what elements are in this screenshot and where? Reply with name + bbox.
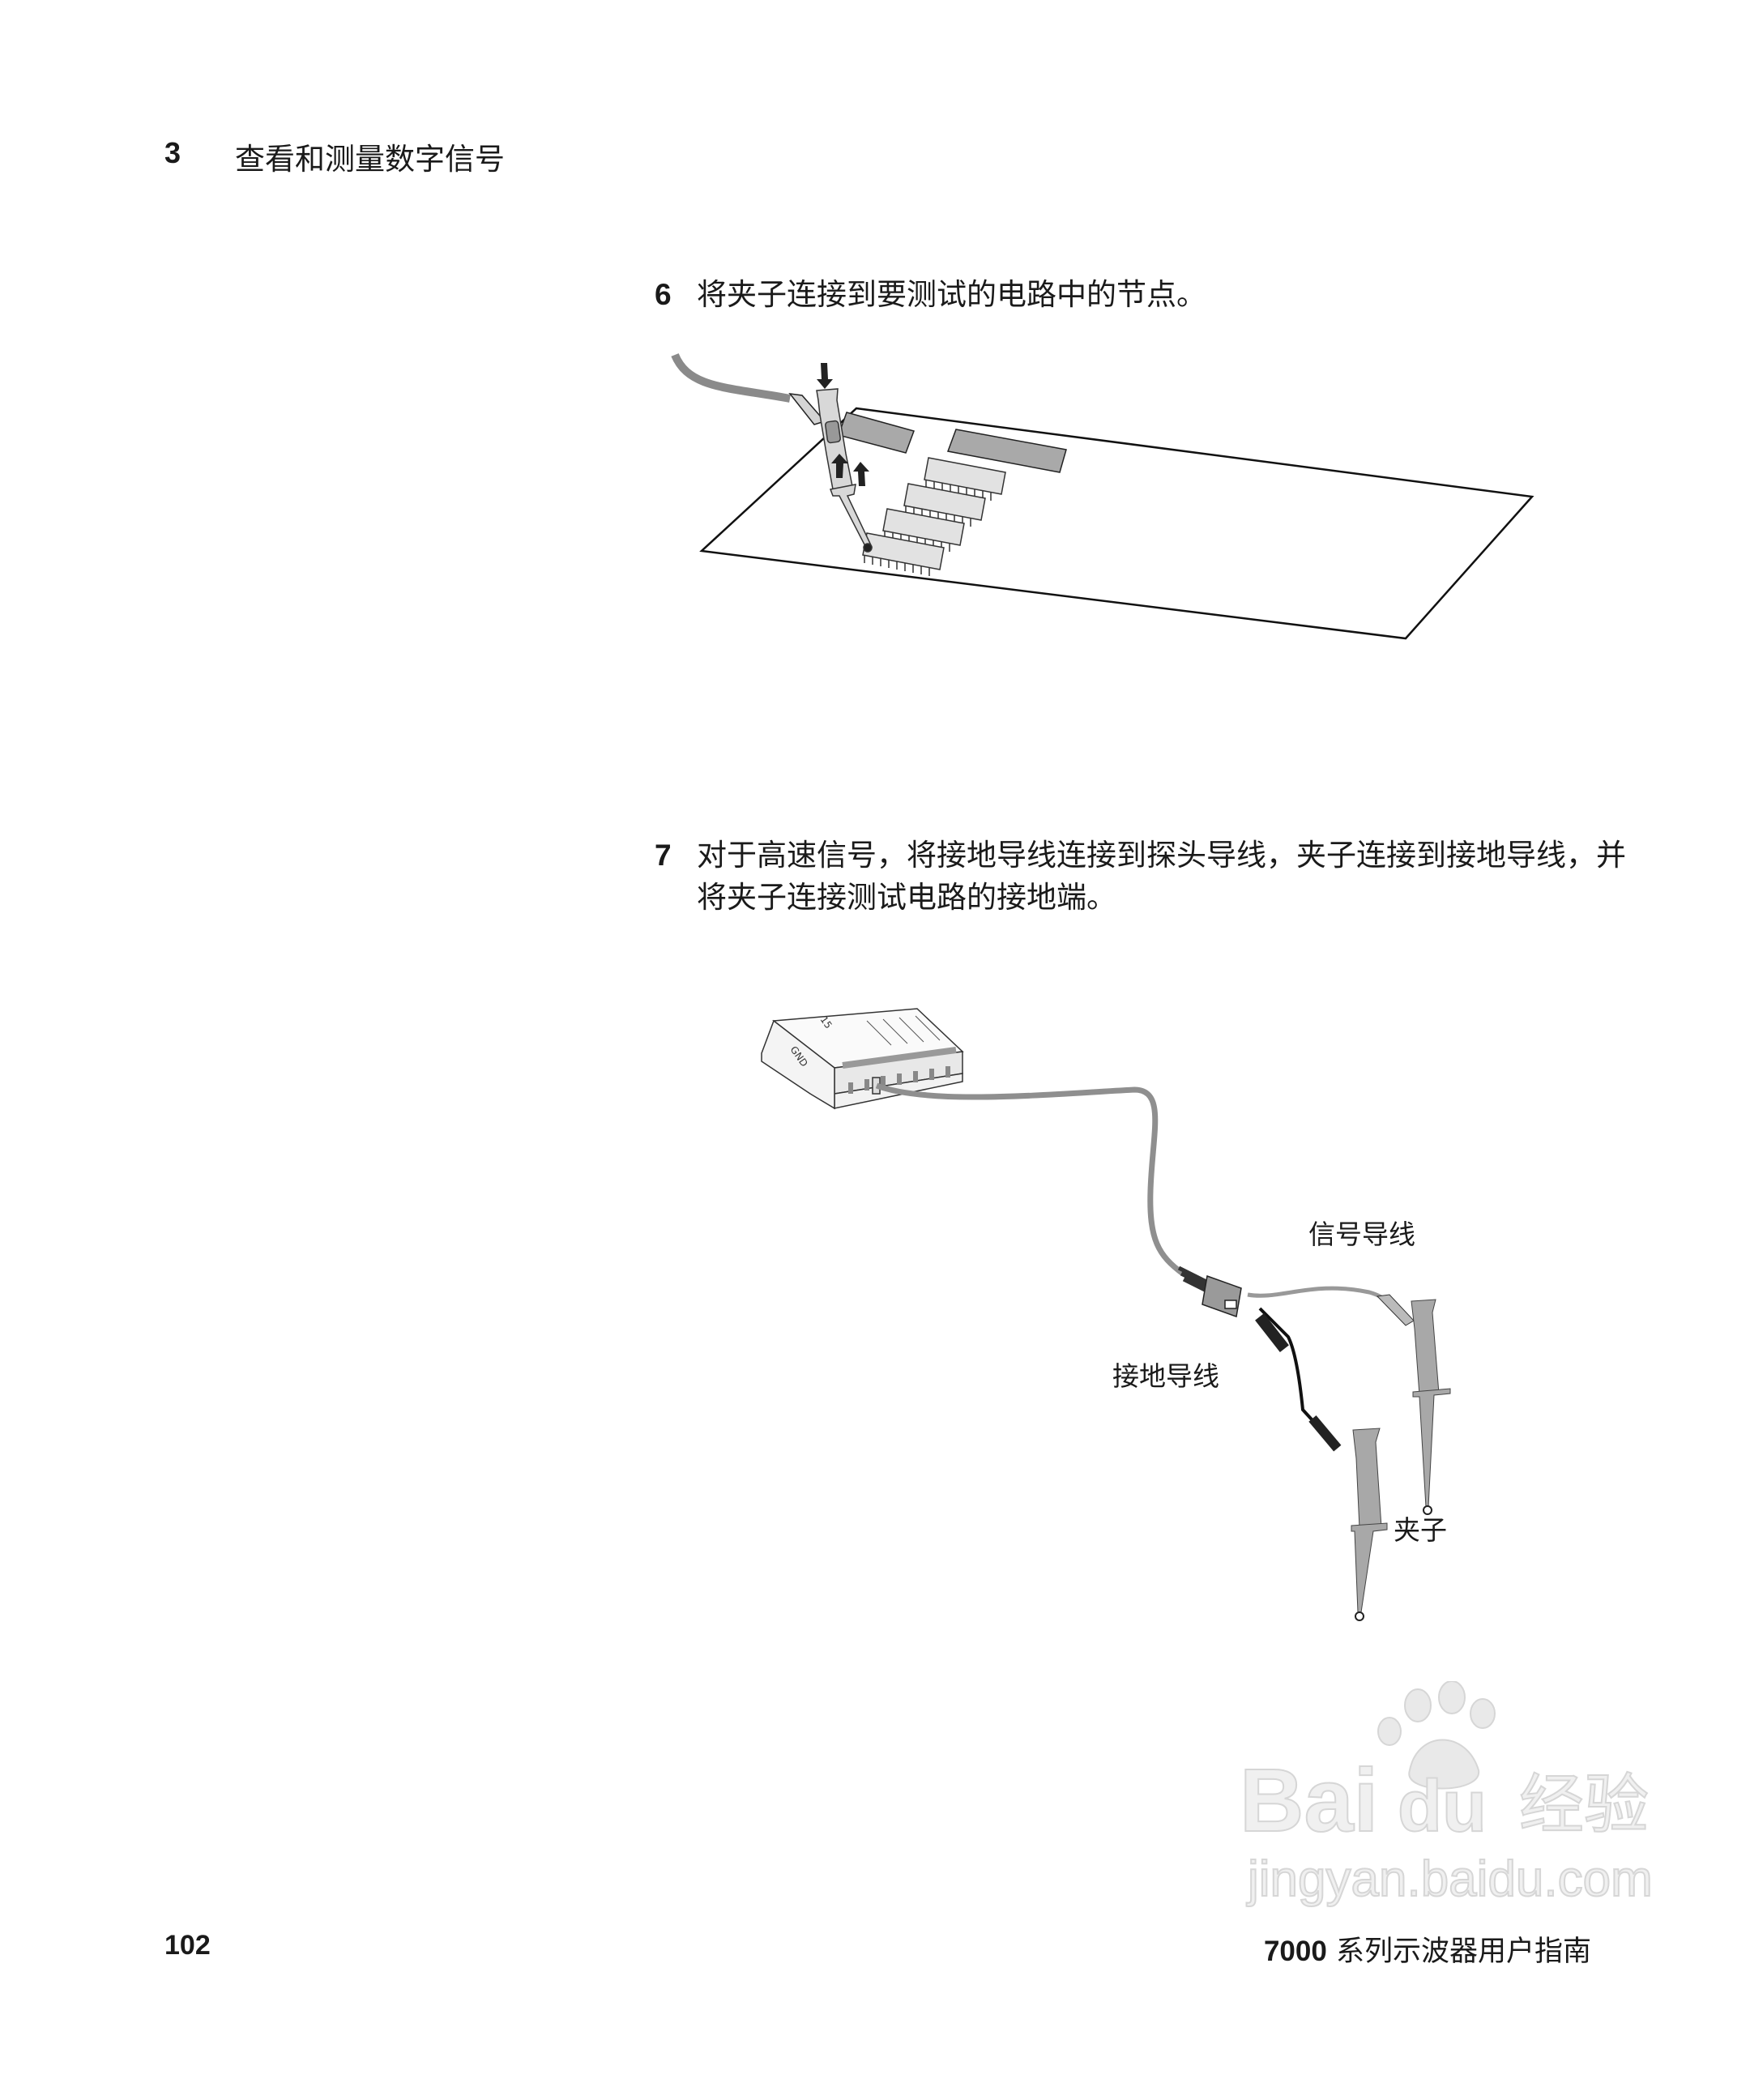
ground-lead-label: 接地导线	[1112, 1360, 1219, 1392]
baidu-jingyan-watermark: Bai du 经验 jingyan.baidu.com	[1240, 1681, 1654, 1908]
board-pad	[946, 429, 1067, 473]
clip-label: 夹子	[1394, 1514, 1447, 1546]
step-text: 将夹子连接到要测试的电路中的节点。	[697, 277, 1206, 312]
chapter-number: 3	[164, 136, 181, 169]
ground-lead	[1258, 1307, 1330, 1440]
grabber-clip	[816, 388, 873, 553]
footer-guide-title: 7000 系列示波器用户指南	[1264, 1928, 1591, 1970]
probe-cable	[671, 352, 791, 403]
step-number: 7	[655, 839, 672, 872]
signal-lead-label: 信号导线	[1308, 1219, 1415, 1250]
ic-chips	[862, 457, 1006, 576]
page-number: 102	[164, 1930, 211, 1961]
watermark-url: jingyan.baidu.com	[1246, 1851, 1653, 1907]
svg-text:du: du	[1398, 1766, 1487, 1847]
figure-ground-lead: GND 15	[761, 1008, 1451, 1621]
svg-text:Bai: Bai	[1240, 1751, 1378, 1850]
signal-grabber-clip	[1411, 1299, 1451, 1515]
circuit-board	[699, 407, 1534, 640]
step-number: 6	[655, 278, 672, 311]
probe-cable	[875, 1082, 1185, 1276]
chapter-title: 查看和测量数字信号	[235, 142, 505, 177]
step-text: 对于高速信号，将接地导线连接到探头导线，夹子连接到接地导线，并将夹子连接测试电路…	[697, 838, 1626, 915]
arrow-icon	[817, 363, 869, 486]
guide-title: 系列示波器用户指南	[1335, 1936, 1591, 1968]
paw-icon	[1377, 1681, 1496, 1790]
figure-clip-on-board	[671, 352, 1534, 640]
probe-connector	[1177, 1266, 1242, 1318]
probe-pod: GND 15	[761, 1008, 964, 1110]
series-number: 7000	[1263, 1936, 1327, 1967]
svg-text:经验: 经验	[1519, 1767, 1649, 1842]
signal-lead	[1247, 1286, 1408, 1321]
ground-grabber-clip	[1351, 1428, 1388, 1621]
